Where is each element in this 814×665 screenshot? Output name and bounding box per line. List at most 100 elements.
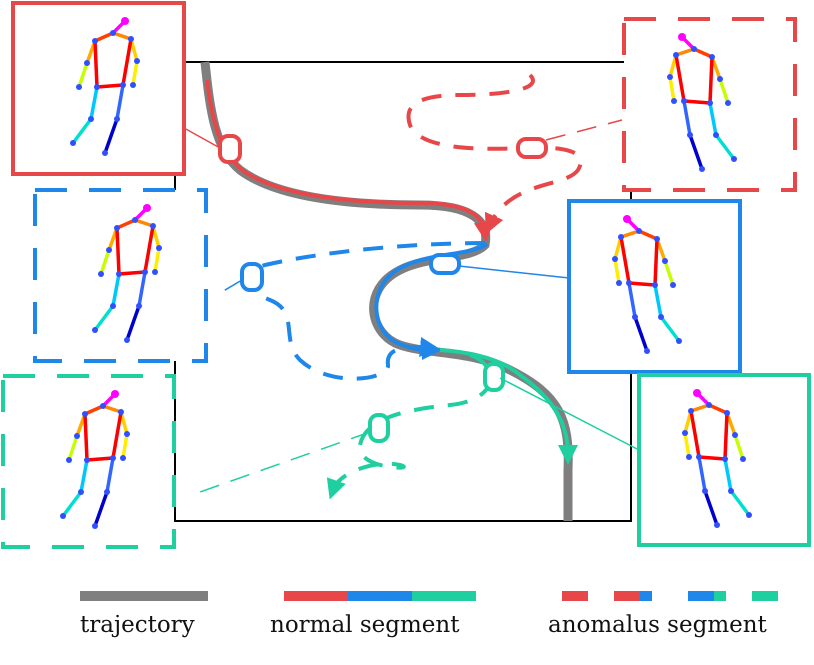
skeleton-joint xyxy=(142,269,148,275)
skeleton-bone xyxy=(93,304,115,332)
skeleton-joint xyxy=(130,82,136,88)
skeleton-joint xyxy=(94,84,100,90)
skeleton-joint xyxy=(686,454,692,460)
skeleton-bone xyxy=(83,412,89,462)
skeleton-bone xyxy=(115,218,137,230)
skeleton-bone xyxy=(89,85,99,121)
skeleton-figure xyxy=(92,204,162,343)
skeleton-bone xyxy=(689,403,711,413)
skeleton-joint xyxy=(731,156,737,162)
skeleton-joint xyxy=(673,52,679,58)
skeleton-bone xyxy=(729,489,751,517)
skeleton-bone xyxy=(93,39,99,89)
skeleton-bone xyxy=(111,31,133,41)
normal-segment-teal xyxy=(439,348,578,465)
skeleton-joint xyxy=(134,58,140,64)
skeleton-joint xyxy=(98,271,104,277)
skeleton-bone xyxy=(613,257,621,285)
legend-label-anomalous: anomalus segment xyxy=(548,612,767,638)
skeleton-joint xyxy=(725,100,731,106)
skeleton-bone xyxy=(71,117,93,145)
skeleton-bone xyxy=(723,457,733,493)
skeleton-bone xyxy=(153,246,161,274)
segment-marker-teal-anomalous xyxy=(368,413,390,443)
segment-marker-teal-normal xyxy=(483,362,505,392)
skeleton-bone xyxy=(703,489,719,527)
skeleton-bone xyxy=(668,75,676,103)
skeleton-figure xyxy=(682,389,752,528)
skeleton-bone xyxy=(67,434,79,462)
segment-marker-red-anomalous xyxy=(516,137,548,159)
skeleton-joint xyxy=(616,280,622,286)
skeleton-joint xyxy=(104,489,110,495)
skeleton-bone xyxy=(627,281,637,319)
skeleton-joint xyxy=(156,245,162,251)
connector-blue-normal xyxy=(458,265,570,279)
skeleton-joint xyxy=(118,409,124,415)
skeleton-joint xyxy=(709,54,715,60)
skeleton-joint xyxy=(74,433,80,439)
skeleton-joint xyxy=(732,432,738,438)
skeleton-joint xyxy=(722,456,728,462)
skeleton-bone xyxy=(637,229,659,241)
skeleton-joint xyxy=(110,30,116,36)
skeleton-figure xyxy=(60,390,130,529)
skeleton-joint xyxy=(678,33,686,41)
skeleton-joint xyxy=(652,282,658,288)
trajectory-path xyxy=(200,61,573,521)
scene-frame xyxy=(174,61,632,522)
skeleton-bone xyxy=(653,283,663,319)
skeleton-figures xyxy=(60,17,752,529)
skeleton-joint xyxy=(644,348,650,354)
skeleton-joint xyxy=(707,100,713,106)
segment-marker-blue-anomalous xyxy=(240,262,264,292)
skeleton-figure xyxy=(612,215,682,354)
skeleton-joint xyxy=(116,271,122,277)
skeleton-joint xyxy=(724,410,730,416)
skeleton-bone xyxy=(619,229,641,239)
skeleton-bone xyxy=(627,281,657,287)
skeleton-joint xyxy=(70,140,76,146)
connector-red-anomalous xyxy=(545,119,623,141)
skeleton-joint xyxy=(114,225,120,231)
segment-marker-blue-normal xyxy=(429,253,461,275)
legend-label-trajectory: trajectory xyxy=(80,612,195,638)
skeleton-bone xyxy=(121,37,133,87)
skeleton-joint xyxy=(92,327,98,333)
skeleton-bone xyxy=(99,248,111,276)
skeleton-figure xyxy=(667,33,737,172)
skeleton-joint xyxy=(612,256,618,262)
skeleton-bone xyxy=(683,431,691,459)
skeleton-joint xyxy=(740,456,746,462)
skeleton-joint xyxy=(60,513,66,519)
skeleton-bone xyxy=(77,61,89,89)
skeleton-bone xyxy=(61,490,83,518)
skeleton-joint xyxy=(706,402,712,408)
skeleton-joint xyxy=(114,116,120,122)
skeleton-bone xyxy=(708,55,714,105)
skeleton-joint xyxy=(688,408,694,414)
skeleton-bone xyxy=(85,456,115,462)
skeleton-joint xyxy=(696,454,702,460)
skeleton-joint xyxy=(66,457,72,463)
skeleton-joint xyxy=(632,314,638,320)
skeleton-bone xyxy=(93,490,109,528)
skeleton-joint xyxy=(714,522,720,528)
skeleton-bone xyxy=(633,315,649,353)
skeleton-joint xyxy=(106,247,112,253)
anomalous-segment-blue xyxy=(246,241,486,381)
skeleton-joint xyxy=(120,82,126,88)
connector-blue-anomalous xyxy=(219,279,243,294)
skeleton-joint xyxy=(110,303,116,309)
skeleton-bone xyxy=(697,455,707,493)
skeleton-joint xyxy=(110,455,116,461)
skeleton-joint xyxy=(88,116,94,122)
skeleton-bone xyxy=(115,226,121,276)
skeleton-joint xyxy=(111,390,119,398)
skeleton-joint xyxy=(92,523,98,529)
skeleton-bone xyxy=(659,315,681,343)
skeleton-bone xyxy=(117,270,147,276)
skeleton-bone xyxy=(137,270,147,308)
connector-teal-normal xyxy=(499,377,640,451)
skeleton-joint xyxy=(150,223,156,229)
